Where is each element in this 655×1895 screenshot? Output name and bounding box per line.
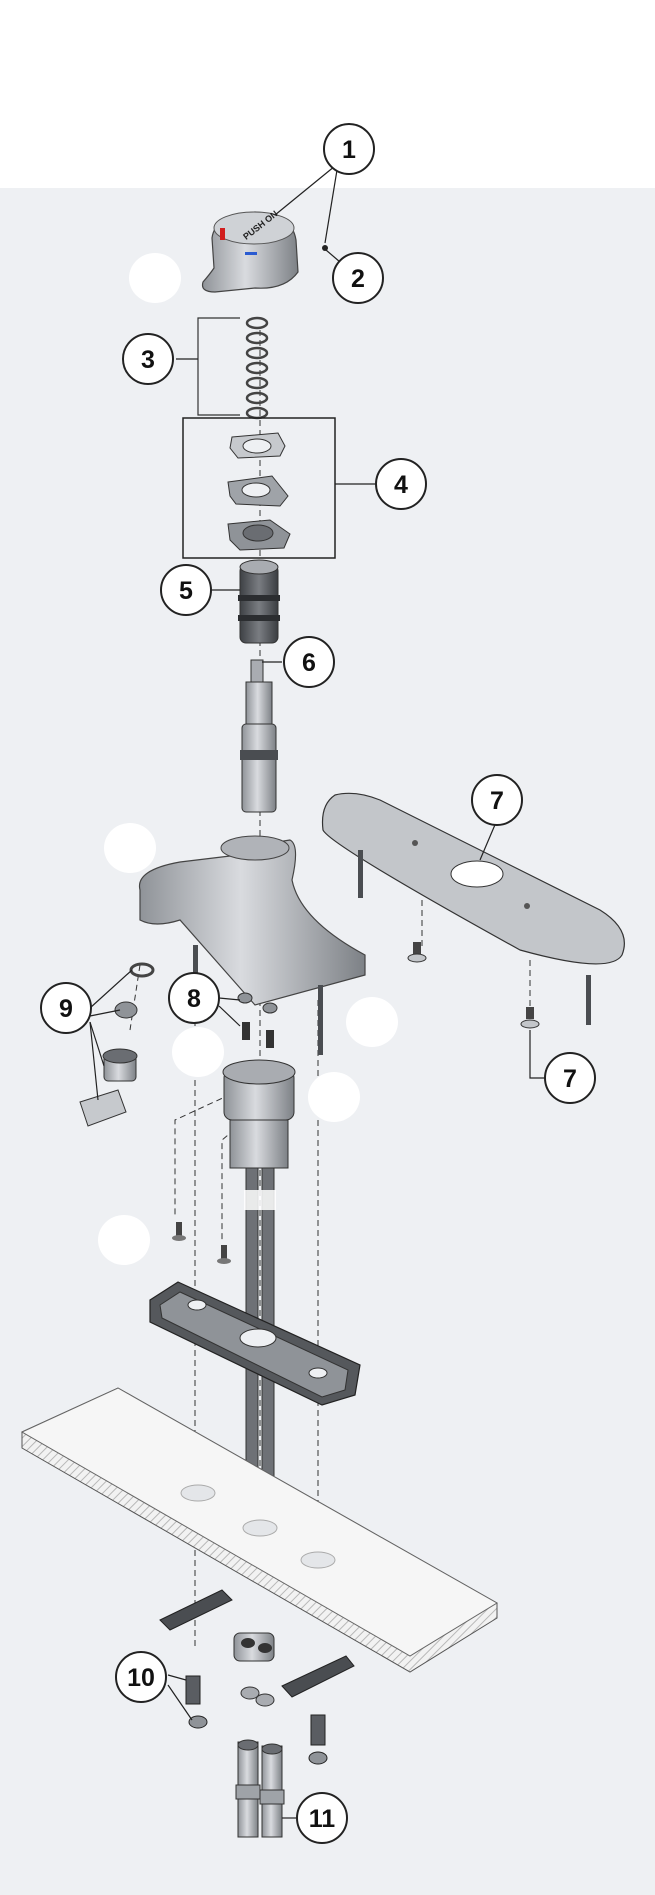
cold-indicator-icon — [245, 252, 257, 255]
callout-7-top: 7 — [471, 774, 523, 826]
callout-9: 9 — [40, 982, 92, 1034]
handle-part: PUSH ON — [201, 209, 328, 293]
svg-text:3: 3 — [141, 346, 155, 374]
stem-part — [240, 659, 278, 813]
countertop — [20, 1387, 498, 1673]
part-4-kit — [182, 417, 376, 559]
svg-text:11: 11 — [309, 1805, 336, 1833]
supply-fittings — [235, 1739, 285, 1838]
deck-plate — [321, 792, 625, 1025]
svg-text:1: 1 — [342, 136, 356, 164]
svg-text:7: 7 — [490, 787, 504, 815]
gasket — [149, 1281, 361, 1406]
callout-8: 8 — [168, 972, 220, 1024]
o-ring-stack — [245, 316, 269, 420]
callout-6: 6 — [283, 636, 335, 688]
cartridge-part — [238, 559, 280, 644]
hot-indicator-icon — [220, 228, 225, 240]
small-fittings — [237, 992, 278, 1048]
aerator-part — [79, 962, 155, 1127]
callout-5: 5 — [160, 564, 212, 616]
callout-4: 4 — [375, 458, 427, 510]
callout-11: 11 — [296, 1792, 348, 1844]
faucet-body — [138, 835, 366, 1055]
callout-10: 10 — [115, 1651, 167, 1703]
svg-text:10: 10 — [127, 1664, 155, 1692]
callout-3: 3 — [122, 333, 174, 385]
decorative-ovals — [98, 253, 398, 1265]
svg-text:9: 9 — [59, 995, 73, 1023]
set-screw-icon — [322, 245, 328, 251]
deck-screws — [407, 942, 540, 1029]
mounting-hardware — [159, 1589, 355, 1765]
callout-1: 1 — [323, 123, 375, 175]
callout-7-bottom: 7 — [544, 1052, 596, 1104]
leader-lines — [89, 165, 545, 1819]
svg-text:6: 6 — [302, 649, 316, 677]
svg-text:2: 2 — [351, 265, 365, 293]
mount-screws — [172, 1222, 231, 1264]
svg-text:7: 7 — [563, 1065, 577, 1093]
callout-2: 2 — [332, 252, 384, 304]
svg-text:5: 5 — [179, 577, 193, 605]
svg-text:8: 8 — [187, 985, 201, 1013]
shank-and-supply-tubes — [222, 1059, 296, 1489]
svg-text:4: 4 — [394, 471, 408, 499]
